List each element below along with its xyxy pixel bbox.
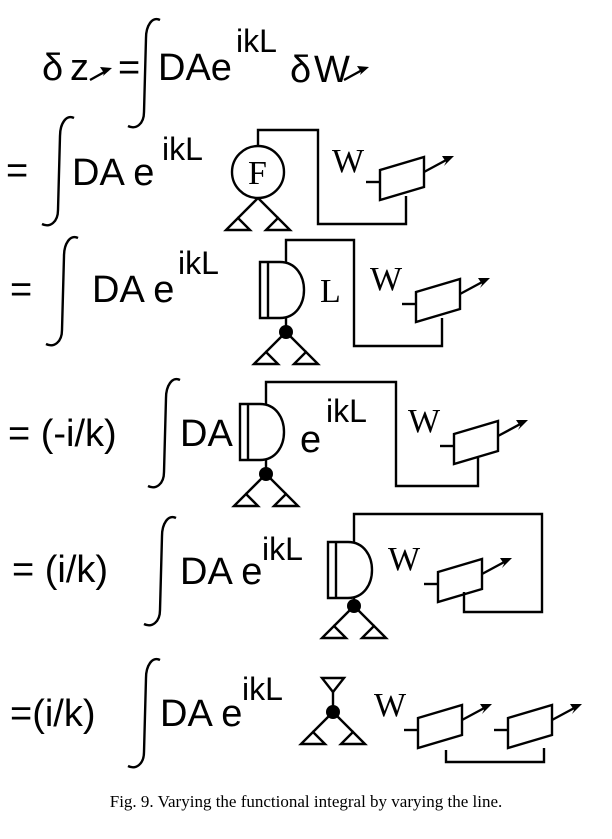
row6-w-box-first (402, 702, 494, 750)
row2-integrand: DA e (72, 152, 154, 194)
row4-loop-line (264, 380, 480, 488)
row2-exponent: ikL (162, 131, 203, 167)
row2-node-label: F (248, 155, 267, 192)
row1-w-arrow-icon (343, 66, 369, 82)
row3-loop-line (284, 238, 444, 348)
row5-prefix: = (i/k) (12, 549, 108, 591)
row1-integrand: DAe (158, 47, 232, 89)
row-6: =(i/k) DA e ikL W (10, 657, 584, 769)
row-3: = DA e ikL L W (10, 235, 492, 366)
row2-f-node: F (230, 144, 286, 200)
row5-line-gate (326, 540, 374, 600)
row1-prefix: δ (42, 47, 63, 89)
row1-w-var: W (314, 49, 350, 91)
row4-w-box (438, 418, 530, 466)
row6-connector-line (444, 748, 546, 764)
row5-integral-sign (142, 515, 178, 627)
row5-exponent: ikL (262, 531, 303, 567)
row6-integral-sign (126, 657, 162, 769)
row3-node-label: L (320, 273, 341, 310)
row6-integrand: DA e (160, 693, 242, 735)
row-5: = (i/k) DA e ikL W (12, 512, 544, 640)
row1-delta: δ (290, 49, 311, 91)
row5-loop-line (352, 512, 544, 614)
figure-caption: Fig. 9. Varying the functional integral … (109, 792, 503, 811)
row6-prefix: =(i/k) (10, 693, 96, 735)
row6-vertex (298, 676, 368, 746)
row5-w-label: W (388, 541, 421, 578)
row5-w-box (422, 556, 514, 604)
row4-exp-base: e (300, 419, 321, 461)
row2-vertex-feet (224, 196, 292, 232)
row2-w-box (364, 154, 456, 202)
row3-exponent: ikL (178, 245, 219, 281)
row2-prefix: = (6, 150, 28, 192)
row-4: = (-i/k) DA e ikL W (8, 377, 530, 508)
row1-exponent: ikL (236, 23, 277, 59)
row3-prefix: = (10, 269, 32, 311)
row6-w-box-second (492, 702, 584, 750)
row3-w-label: W (370, 261, 403, 298)
row4-integral-sign (146, 377, 182, 489)
row3-line-gate (258, 260, 306, 320)
row4-integrand: DA (180, 413, 233, 455)
row6-w-label: W (374, 687, 407, 724)
row1-lhs-var: z (70, 47, 89, 89)
row2-integral-sign (40, 115, 76, 227)
row1-equals: = (118, 47, 140, 89)
row5-integrand: DA e (180, 551, 262, 593)
row4-w-label: W (408, 403, 441, 440)
row6-exponent: ikL (242, 671, 283, 707)
row4-exponent: ikL (326, 393, 367, 429)
row-2: = DA e ikL F W (6, 115, 456, 232)
row3-integrand: DA e (92, 269, 174, 311)
row4-prefix: = (-i/k) (8, 413, 117, 455)
row1-small-arrow-icon (89, 67, 112, 82)
row-1: δ z = DAe ikL δ W (42, 17, 369, 129)
row2-loop-line (256, 128, 408, 226)
row3-w-box (400, 276, 492, 324)
row2-w-label: W (332, 143, 365, 180)
row3-integral-sign (44, 235, 80, 347)
row4-line-gate (238, 402, 286, 462)
